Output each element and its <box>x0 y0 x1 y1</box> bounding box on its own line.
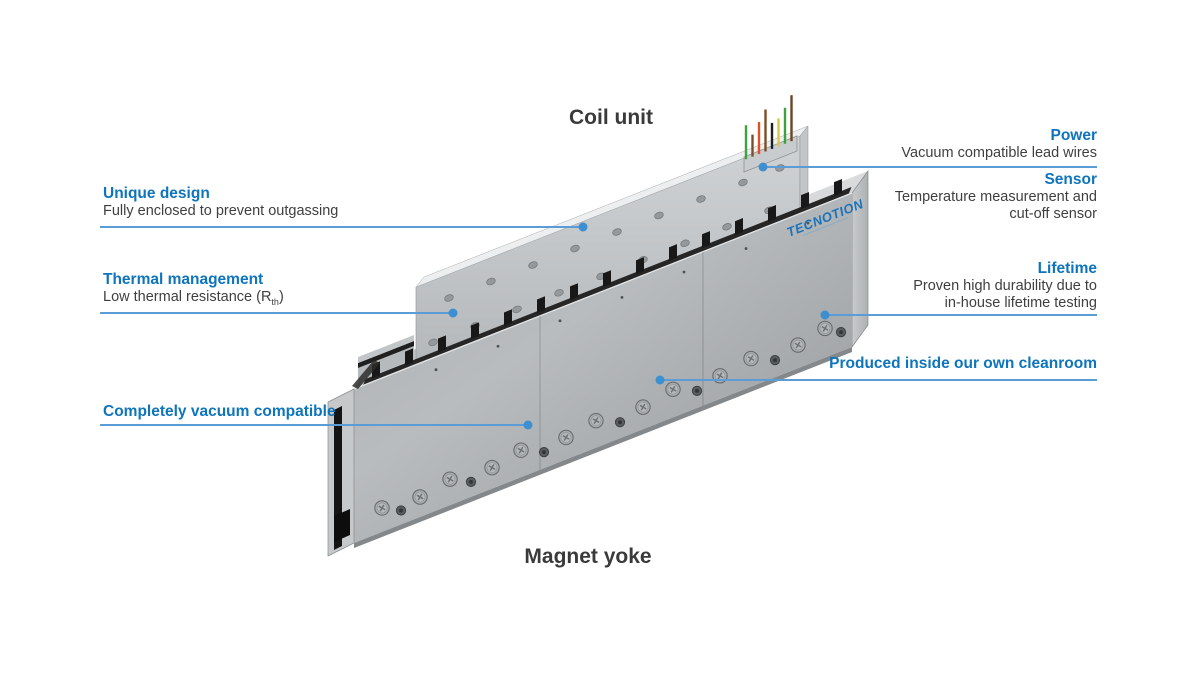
yoke-left-end <box>327 360 380 557</box>
yoke-top-bevel <box>353 192 853 390</box>
callout-power: Power Vacuum compatible lead wires <box>901 126 1097 162</box>
yoke-channel-gap <box>358 341 414 368</box>
yoke-bottom-bevel <box>354 347 852 548</box>
callout-lifetime: Lifetime Proven high durability due to i… <box>913 259 1097 311</box>
yoke-front-face <box>354 193 852 543</box>
leader-line-unique-design <box>100 226 583 228</box>
brand-tagline-line <box>803 217 849 236</box>
callout-dot-lifetime <box>820 310 830 320</box>
callout-vacuum-compatible: Completely vacuum compatible <box>103 402 336 421</box>
callout-title: Sensor <box>1044 171 1097 188</box>
callout-sensor: Sensor Temperature measurement and cut-o… <box>895 170 1097 222</box>
wire-connector <box>743 135 798 173</box>
clamp-tabs <box>372 178 842 379</box>
channel-opening <box>352 360 380 389</box>
callout-body-line: Proven high durability due to <box>913 278 1097 294</box>
callout-dot-thermal-management <box>448 308 458 318</box>
callout-title: Produced inside our own cleanroom <box>829 355 1097 372</box>
callout-unique-design: Unique design Fully enclosed to prevent … <box>103 184 338 220</box>
yoke-pin-holes <box>434 221 810 372</box>
magnet-slot-foot <box>334 509 350 542</box>
callout-dot-unique-design <box>578 222 588 232</box>
leader-line-thermal-management <box>100 312 453 314</box>
callout-body-line: Temperature measurement and <box>894 189 1097 205</box>
callout-dot-vacuum-compatible <box>523 420 533 430</box>
yoke-far-wall-top <box>358 335 414 363</box>
leader-line-lifetime <box>825 314 1097 316</box>
callout-title: Lifetime <box>1037 260 1097 277</box>
callout-title: Completely vacuum compatible <box>103 403 336 420</box>
leader-line-vacuum-compatible <box>100 424 528 426</box>
leader-line-power <box>763 166 1097 168</box>
callout-title: Unique design <box>103 185 210 202</box>
callout-body-line: cut-off sensor <box>1009 205 1097 222</box>
leader-line-cleanroom <box>660 379 1097 381</box>
magnet-yoke-title: Magnet yoke <box>524 545 652 568</box>
yoke-screws <box>374 320 847 516</box>
callout-body-line: in-house lifetime testing <box>944 294 1097 311</box>
callout-thermal-management: Thermal management Low thermal resistanc… <box>103 270 284 310</box>
coil-unit-title: Coil unit <box>569 106 653 129</box>
callout-body-line: Fully enclosed to prevent outgassing <box>103 203 339 219</box>
callout-title: Thermal management <box>103 271 264 288</box>
callout-body-line: Vacuum compatible lead wires <box>901 145 1097 161</box>
callout-dot-cleanroom <box>655 375 665 385</box>
callout-title: Power <box>1050 127 1097 144</box>
callout-cleanroom: Produced inside our own cleanroom <box>829 354 1097 373</box>
callout-dot-power <box>758 162 768 172</box>
lead-wires <box>744 95 793 160</box>
callout-body-line: Low thermal resistance (Rth) <box>103 289 284 307</box>
